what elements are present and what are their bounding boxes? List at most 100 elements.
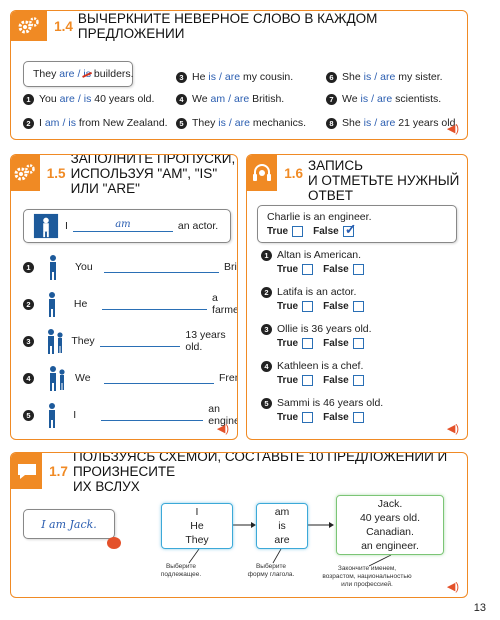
item-number: 3	[23, 335, 34, 347]
true-false-row: True False	[277, 264, 374, 275]
answer-blank-input[interactable]	[99, 335, 181, 347]
fill-in-item: 4WeFrench.	[23, 364, 237, 392]
option-2[interactable]: are	[234, 93, 250, 105]
audio-speaker-icon[interactable]: ◀)	[446, 581, 459, 593]
example-sentence: They are / is builders.	[23, 61, 134, 87]
true-checkbox[interactable]	[302, 375, 314, 386]
caption-line: Выберите	[165, 563, 197, 570]
ending: French.	[219, 372, 237, 384]
word: They	[192, 117, 216, 129]
answer-blank: am	[72, 219, 173, 232]
option-1[interactable]: is	[360, 93, 369, 105]
ending-option: Canadian.	[366, 526, 414, 538]
item-number: 5	[23, 409, 34, 421]
option-1[interactable]: is	[363, 71, 372, 83]
option-1[interactable]: is	[208, 71, 216, 83]
false-checkbox[interactable]	[352, 301, 364, 312]
word: You	[39, 93, 57, 105]
item-number: 1	[23, 93, 34, 105]
true-label: True	[277, 412, 299, 423]
subject: I	[65, 220, 68, 232]
false-checkbox[interactable]	[352, 338, 364, 349]
exercise-1-6-header: 1.6 Прослушайте запись и отметьте нужный…	[247, 155, 467, 203]
option-1[interactable]: am	[210, 93, 226, 105]
caption-line: Выберите	[255, 563, 287, 570]
option-1[interactable]: is	[363, 117, 372, 129]
subject-option: They	[185, 534, 209, 546]
true-checkbox[interactable]	[302, 338, 314, 349]
word: 40 years old.	[94, 93, 155, 105]
false-checkbox[interactable]	[352, 264, 364, 275]
option-2[interactable]: is	[83, 93, 92, 105]
gears-icon	[11, 11, 48, 41]
person-picture-icon	[43, 290, 68, 318]
true-label: True	[277, 264, 299, 275]
answer-blank-input[interactable]	[101, 298, 208, 310]
headphones-icon	[247, 155, 278, 191]
verb-option: is	[278, 520, 286, 532]
audio-speaker-icon[interactable]: ◀)	[216, 423, 229, 435]
exercise-title-line2: используя "am", "is" или "are"	[70, 165, 218, 196]
item-number: 8	[326, 117, 337, 129]
false-checkbox-checked[interactable]	[342, 221, 356, 238]
answer-blank-input[interactable]	[100, 409, 204, 421]
slash: /	[77, 93, 81, 105]
statement-text: Sammi is 46 years old.	[277, 397, 384, 409]
ending-option: 40 years old.	[359, 512, 421, 524]
word: mechanics.	[252, 117, 306, 129]
subject-option: He	[190, 520, 204, 532]
audio-speaker-icon[interactable]: ◀)	[446, 423, 459, 435]
statement-text: Altan is American.	[277, 249, 362, 261]
option-1[interactable]: are	[59, 93, 75, 105]
subject: He	[73, 298, 88, 310]
example-sentence: I am an actor.	[23, 209, 231, 243]
answer-blank-input[interactable]	[104, 372, 214, 384]
exercise-title-line2: и отметьте нужный ответ	[307, 173, 460, 203]
word: from New Zealand.	[78, 117, 168, 129]
option-2[interactable]: are	[380, 71, 396, 83]
true-checkbox[interactable]	[292, 226, 304, 237]
answer-blank-input[interactable]	[104, 261, 219, 273]
item-number: 3	[261, 323, 272, 335]
false-checkbox[interactable]	[352, 412, 364, 423]
caption-line: Закончите именем,	[337, 565, 397, 572]
option-2[interactable]: are	[224, 71, 241, 83]
option-2[interactable]: are	[380, 117, 396, 129]
option-2[interactable]: is	[68, 117, 76, 129]
exercise-title: Вычеркните неверное слово в каждом предл…	[77, 11, 378, 41]
false-checkbox[interactable]	[352, 375, 364, 386]
item-number: 2	[261, 286, 272, 298]
person-picture-icon	[43, 364, 69, 392]
option-1[interactable]: am	[44, 117, 60, 129]
subject: I	[73, 409, 77, 421]
item-number: 4	[261, 360, 272, 372]
true-checkbox[interactable]	[302, 301, 314, 312]
word: He	[192, 71, 206, 83]
option-1[interactable]: is	[218, 117, 226, 129]
true-checkbox[interactable]	[302, 412, 314, 423]
option-2[interactable]: are	[234, 117, 250, 129]
gears-icon	[11, 155, 40, 191]
caption-finish-sentence: Закончите именем,возрастом, национальнос…	[313, 565, 421, 589]
false-label: False	[323, 375, 349, 386]
true-checkbox[interactable]	[302, 264, 314, 275]
slash: /	[374, 117, 378, 129]
option-2[interactable]: are	[377, 93, 393, 105]
false-label: False	[323, 264, 349, 275]
false-label: False	[323, 338, 349, 349]
item-number: 5	[261, 397, 272, 409]
fill-in-item: 1YouBritish.	[23, 253, 237, 281]
audio-speaker-icon[interactable]: ◀)	[446, 123, 459, 135]
item-number: 5	[176, 117, 187, 129]
slash: /	[218, 71, 222, 83]
